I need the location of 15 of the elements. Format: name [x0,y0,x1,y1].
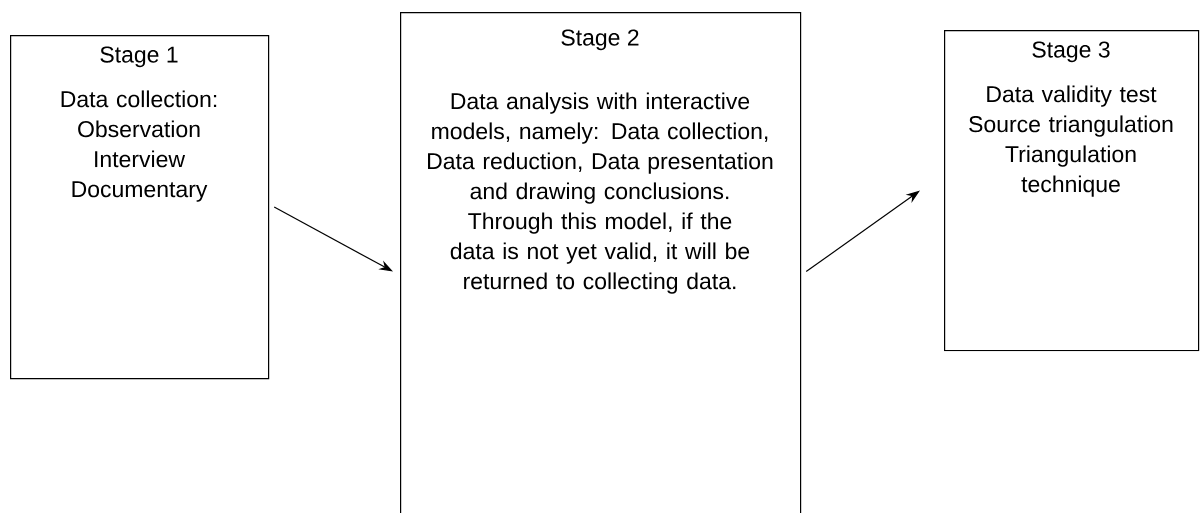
stage-text: Source triangulation [969,115,1173,137]
stage-text: Data collection: [61,90,217,108]
stage-text: Observation [78,120,200,138]
stage-box [944,30,1200,352]
stage-title: Stage 1 [100,46,178,68]
stage-box [10,35,270,380]
stage-text: Interview [95,150,186,168]
stage-title: Stage 2 [561,29,639,51]
stage-text: Data validity test [987,85,1157,107]
stage-box [400,12,802,513]
stage-text: Data analysis with interactive models, namely: Data collection, Data reduction, Data presentation and drawing conclusions. Through this model, if the data is not yet valid, it will be returned to collecting data. [428,92,773,294]
arrow [273,206,393,272]
stage-title: Stage 3 [1032,41,1110,63]
stage-text: Documentary [72,181,208,202]
stage-text: Triangulation technique [1005,145,1136,197]
